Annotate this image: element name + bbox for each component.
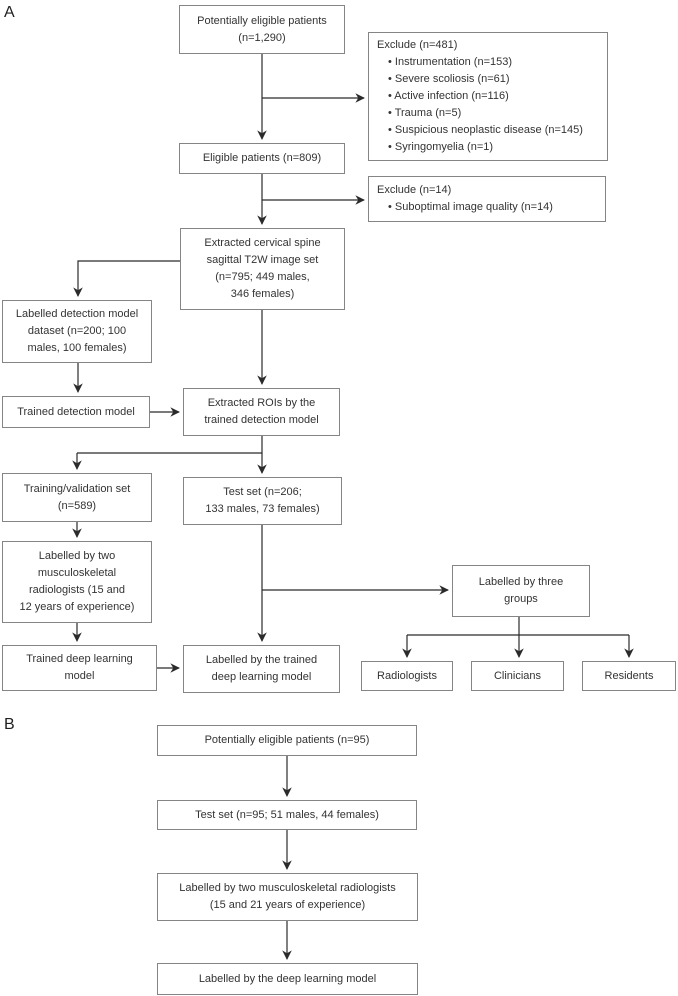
node-test-set-b: Test set (n=95; 51 males, 44 females) [157,800,417,830]
text-line: Test set (n=206; [223,486,302,498]
node-residents: Residents [582,661,676,691]
text-line: Radiologists [377,669,437,682]
node-extracted-image-set: Extracted cervical spine sagittal T2W im… [180,228,345,310]
text-line: Potentially eligible patients [197,14,327,27]
text-line: Labelled by the deep learning model [198,972,377,985]
node-training-validation-set: Training/validation set (n=589) [2,473,152,522]
text-line: males, 100 females) [27,342,127,354]
text-line: Trained detection model [17,405,135,418]
text-line: Labelled by three [478,576,564,588]
text-line: Trained deep learning [26,653,133,665]
text-line: • Suboptimal image quality (n=14) [388,201,553,213]
node-eligible-patients: Eligible patients (n=809) [179,143,345,174]
node-labelled-two-radiologists-b: Labelled by two musculoskeletal radiolog… [157,873,418,921]
text-line: (n=589) [57,499,97,512]
node-potentially-eligible-b: Potentially eligible patients (n=95) [157,725,417,756]
text-line: (n=1,290) [238,31,286,44]
text-line: Extracted ROIs by the [207,397,316,409]
node-extracted-rois: Extracted ROIs by the trained detection … [183,388,340,436]
node-radiologists: Radiologists [361,661,453,691]
text-line: musculoskeletal [37,567,117,579]
text-line: 133 males, 73 females) [205,503,320,515]
node-trained-deep-learning-model: Trained deep learning model [2,645,157,691]
node-trained-detection-model: Trained detection model [2,396,150,428]
text-line: groups [504,593,538,605]
node-labelled-by-trained-dl: Labelled by the trained deep learning mo… [183,645,340,693]
text-line: Labelled by two musculoskeletal radiolog… [179,882,396,894]
text-line: • Severe scoliosis (n=61) [388,73,510,85]
node-labelled-by-three-groups: Labelled by three groups [452,565,590,617]
text-line: (15 and 21 years of experience) [209,899,366,911]
text-line: Exclude (n=14) [377,184,452,196]
node-exclude-14: Exclude (n=14) • Suboptimal image qualit… [368,176,606,222]
text-line: Labelled detection model [15,308,139,320]
text-line: sagittal T2W image set [206,254,319,266]
text-line: • Trauma (n=5) [388,107,462,119]
text-line: • Syringomyelia (n=1) [388,141,494,153]
node-exclude-481: Exclude (n=481) • Instrumentation (n=153… [368,32,608,161]
text-line: dataset (n=200; 100 [27,325,127,337]
node-clinicians: Clinicians [471,661,564,691]
node-labelled-by-dl-b: Labelled by the deep learning model [157,963,418,995]
text-line: (n=795; 449 males, [215,271,310,283]
text-line: • Instrumentation (n=153) [388,56,513,68]
text-line: 346 females) [230,288,295,300]
text-line: Test set (n=95; 51 males, 44 females) [195,808,379,821]
text-line: trained detection model [204,414,319,426]
text-line: Training/validation set [23,482,131,495]
node-labelled-detection-dataset: Labelled detection model dataset (n=200;… [2,300,152,363]
text-line: Eligible patients (n=809) [202,152,322,164]
text-line: radiologists (15 and [28,584,125,596]
text-line: Extracted cervical spine [204,237,321,249]
text-line: Clinicians [493,669,542,682]
text-line: Potentially eligible patients (n=95) [204,734,370,746]
node-potentially-eligible-a: Potentially eligible patients (n=1,290) [179,5,345,54]
node-test-set-a: Test set (n=206; 133 males, 73 females) [183,477,342,525]
text-line: Labelled by the trained [205,654,318,666]
panel-a-label: A [4,4,16,21]
text-line: 12 years of experience) [19,601,135,613]
text-line: Exclude (n=481) [377,39,458,51]
panel-b-label: B [4,716,16,733]
text-line: • Suspicious neoplastic disease (n=145) [388,124,583,136]
text-line: Residents [604,669,654,682]
text-line: model [64,670,95,682]
node-labelled-two-radiologists-a: Labelled by two musculoskeletal radiolog… [2,541,152,623]
text-line: deep learning model [211,671,312,683]
text-line: Labelled by two [38,550,116,562]
text-line: • Active infection (n=116) [388,90,509,102]
